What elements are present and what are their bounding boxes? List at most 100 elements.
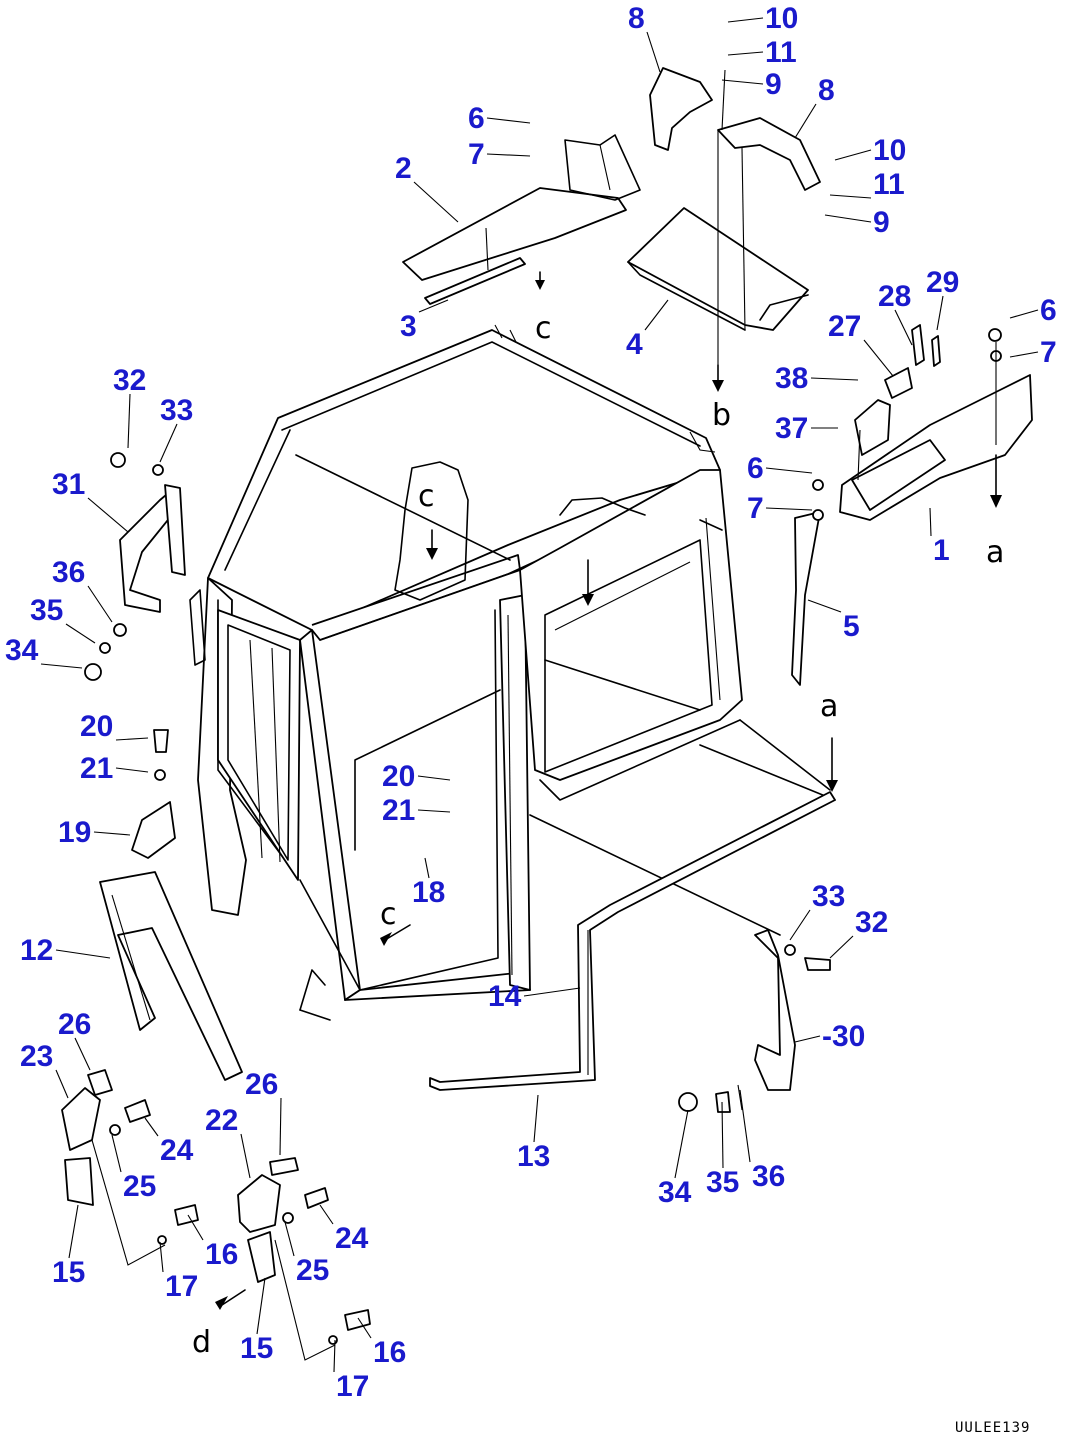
- leader-c17a: [159, 1241, 164, 1273]
- callout-c17b: 17: [336, 1370, 369, 1403]
- leader-c8a: [646, 31, 661, 73]
- callout-c13: 13: [517, 1140, 550, 1173]
- callout-c30: -30: [822, 1020, 865, 1053]
- leader-c21a: [115, 767, 149, 773]
- lower-right-parts: [429, 791, 836, 1113]
- callout-c3: 3: [400, 310, 417, 343]
- callout-c7b: 7: [1040, 336, 1057, 369]
- callout-c16b: 16: [373, 1336, 406, 1369]
- callout-c2: 2: [395, 152, 412, 185]
- leader-c15b: [256, 1277, 266, 1335]
- leader-c6a: [486, 117, 531, 124]
- callout-c26a: 26: [58, 1008, 91, 1041]
- leader-c33b: [789, 909, 811, 941]
- callout-c20a: 20: [80, 710, 113, 743]
- leader-c36b: [739, 1089, 751, 1163]
- leader-c30: [794, 1035, 821, 1043]
- leader-c5: [807, 599, 842, 613]
- leader-c7b: [1009, 351, 1039, 358]
- callout-c24b: 24: [335, 1222, 369, 1255]
- leader-c35b: [721, 1101, 724, 1169]
- leader-c6c: [765, 467, 813, 474]
- callout-c8b: 8: [818, 74, 835, 107]
- callout-c31: 31: [52, 468, 85, 501]
- leader-c13: [533, 1094, 539, 1143]
- ref-a-right: a: [986, 535, 1004, 570]
- callout-c34b: 34: [658, 1176, 692, 1209]
- ref-c-lower: c: [380, 897, 397, 932]
- callout-c12: 12: [20, 934, 53, 967]
- callout-c18: 18: [412, 876, 445, 909]
- callout-c36a: 36: [52, 556, 85, 589]
- leader-c33a: [159, 423, 178, 463]
- leader-c29: [936, 295, 944, 331]
- leader-c27: [863, 339, 894, 377]
- callout-c14: 14: [488, 980, 522, 1013]
- leader-c38: [810, 377, 859, 381]
- ref-c-top: c: [535, 311, 552, 346]
- leader-c32b: [829, 935, 854, 959]
- leader-c12: [55, 949, 111, 959]
- leader-c35a: [65, 623, 96, 644]
- leader-c11a: [727, 51, 764, 56]
- callout-c16a: 16: [205, 1238, 238, 1271]
- ref-b: b: [712, 398, 731, 433]
- callout-c32a: 32: [113, 364, 146, 397]
- ref-d: d: [192, 1325, 211, 1360]
- callout-c26b: 26: [245, 1068, 278, 1101]
- leader-c10b: [834, 149, 872, 161]
- callout-c35a: 35: [30, 594, 63, 627]
- callout-c21b: 21: [382, 794, 415, 827]
- callout-c6b: 6: [1040, 294, 1057, 327]
- leader-c23: [55, 1069, 69, 1099]
- callout-c6a: 6: [468, 102, 485, 135]
- leader-c16a: [187, 1214, 204, 1241]
- ref-c-cab: c: [418, 479, 435, 514]
- callout-c28: 28: [878, 280, 911, 313]
- leader-c28: [894, 309, 913, 346]
- callout-c10b: 10: [873, 134, 906, 167]
- leader-c9a: [721, 79, 764, 85]
- leader-c22: [240, 1133, 251, 1179]
- callout-c4: 4: [626, 328, 643, 361]
- leader-c19: [93, 831, 131, 836]
- leader-c1: [929, 507, 932, 537]
- leader-c21b: [417, 809, 451, 813]
- callout-c25b: 25: [296, 1254, 329, 1287]
- leader-c7a: [486, 153, 531, 157]
- leader-c25b: [284, 1221, 295, 1257]
- reference-arrows: [215, 271, 1002, 1310]
- callout-c34a: 34: [5, 634, 39, 667]
- callout-c8a: 8: [628, 2, 645, 35]
- leader-c11b: [829, 194, 872, 199]
- leader-c16b: [357, 1317, 372, 1339]
- callout-c9b: 9: [873, 206, 890, 239]
- leader-c34b: [674, 1109, 689, 1179]
- leader-c24b: [319, 1204, 334, 1225]
- leader-c17b: [333, 1339, 336, 1373]
- callout-c22: 22: [205, 1104, 238, 1137]
- callout-c35b: 35: [706, 1166, 739, 1199]
- callout-c7c: 7: [747, 492, 764, 525]
- callout-c10a: 10: [765, 2, 798, 35]
- leader-c7c: [765, 507, 813, 511]
- callout-c5: 5: [843, 610, 860, 643]
- callout-c33a: 33: [160, 394, 193, 427]
- callout-c19: 19: [58, 816, 91, 849]
- callout-c29: 29: [926, 266, 959, 299]
- leader-c32a: [127, 393, 131, 449]
- leader-c2: [413, 181, 459, 223]
- leader-c34a: [40, 663, 83, 669]
- callout-c15b: 15: [240, 1332, 273, 1365]
- leader-lines: [40, 17, 1039, 1373]
- callout-c11a: 11: [765, 36, 797, 69]
- callout-c24a: 24: [160, 1134, 194, 1167]
- drawing-code: UULEE139: [955, 1420, 1030, 1436]
- callout-c27: 27: [828, 310, 861, 343]
- leader-c4: [644, 299, 669, 331]
- leader-c15a: [68, 1204, 79, 1259]
